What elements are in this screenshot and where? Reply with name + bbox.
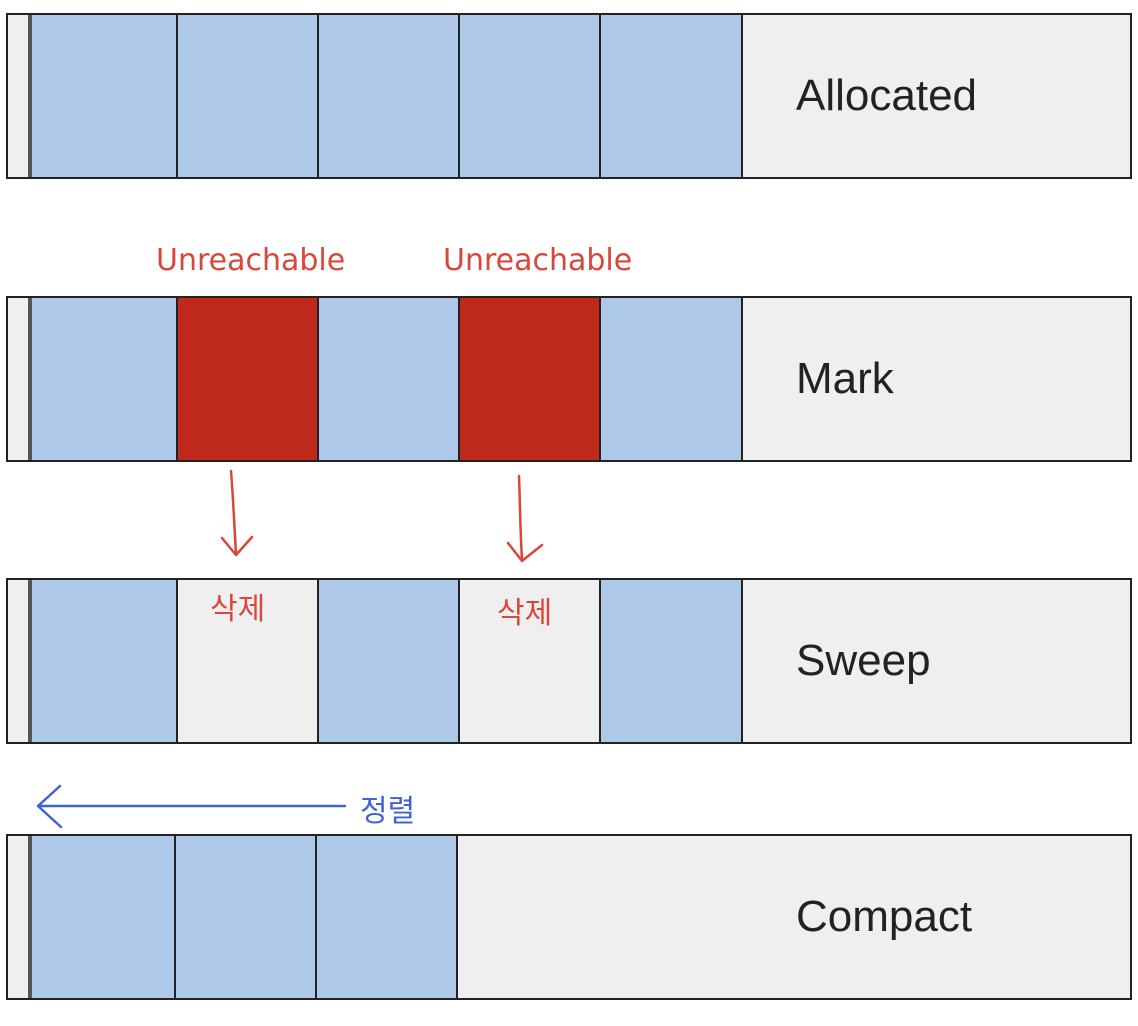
row-label: Sweep — [796, 636, 931, 685]
memory-block — [32, 15, 178, 177]
memory-block — [317, 836, 458, 998]
memory-block — [32, 580, 178, 742]
heap-start-marker — [28, 15, 32, 177]
memory-block — [319, 580, 460, 742]
arrowhead-icon — [220, 535, 254, 557]
memory-block-unreachable — [460, 298, 601, 460]
memory-block — [460, 15, 601, 177]
row-label: Allocated — [796, 71, 978, 120]
memory-block — [319, 15, 460, 177]
memory-block — [176, 836, 317, 998]
delete-label: 삭제 — [210, 592, 266, 627]
memory-row-sweep: Sweep — [6, 578, 1132, 744]
memory-row-mark: Mark — [6, 296, 1132, 462]
arrowhead-icon — [36, 784, 63, 829]
arrowhead-icon — [506, 541, 544, 563]
memory-block — [601, 580, 743, 742]
memory-block — [32, 836, 176, 998]
memory-block — [319, 298, 460, 460]
delete-label: 삭제 — [497, 596, 553, 631]
heap-start-marker — [28, 580, 32, 742]
row-label: Compact — [796, 892, 973, 941]
memory-row-compact: Compact — [6, 834, 1132, 1000]
memory-block-freed — [178, 580, 319, 742]
heap-start-marker — [28, 836, 32, 998]
unreachable-label: Unreachable — [156, 243, 346, 278]
memory-block-unreachable — [178, 298, 319, 460]
unreachable-label: Unreachable — [443, 243, 633, 278]
row-label: Mark — [796, 354, 894, 403]
memory-block-freed — [460, 580, 601, 742]
memory-row-allocated: Allocated — [6, 13, 1132, 179]
memory-block — [601, 298, 743, 460]
down-arrow-icon — [229, 469, 238, 556]
memory-block — [178, 15, 319, 177]
down-arrow-icon — [517, 474, 524, 562]
compact-arrow-label: 정렬 — [360, 794, 416, 829]
memory-block — [601, 15, 743, 177]
memory-block — [32, 298, 178, 460]
heap-start-marker — [28, 298, 32, 460]
